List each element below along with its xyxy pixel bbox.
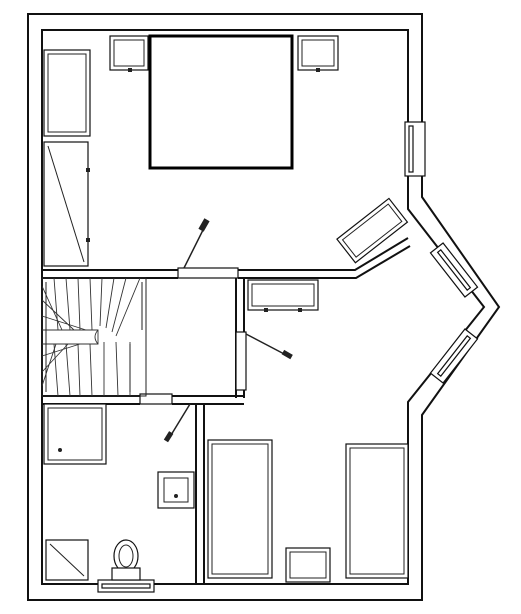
angled-desk	[336, 197, 409, 264]
door-frame-bedroom	[177, 267, 239, 279]
double-bed	[148, 34, 294, 170]
toilet	[111, 539, 141, 581]
washer	[43, 403, 107, 465]
door-leaf-bedroom	[183, 223, 207, 269]
wardrobe-top	[43, 49, 91, 137]
nightstand-left	[109, 35, 149, 71]
windows	[97, 121, 479, 593]
washbasin	[157, 471, 195, 509]
nightstand-right	[297, 35, 339, 71]
single-bed-right	[345, 443, 409, 579]
bedroom-top	[43, 34, 409, 267]
staircase	[41, 277, 147, 397]
window-east	[404, 121, 426, 177]
bathroom	[43, 403, 195, 581]
bedroom-right	[207, 279, 409, 583]
door-leaf-bedroom-right	[245, 333, 289, 357]
interior-walls	[42, 237, 411, 584]
door-frame-bath	[139, 393, 173, 405]
doors	[139, 218, 293, 443]
shelf-unit	[247, 279, 319, 311]
door-frame-bedroom-right	[235, 331, 247, 391]
single-bed-left	[207, 439, 273, 579]
low-cabinet	[285, 547, 331, 583]
